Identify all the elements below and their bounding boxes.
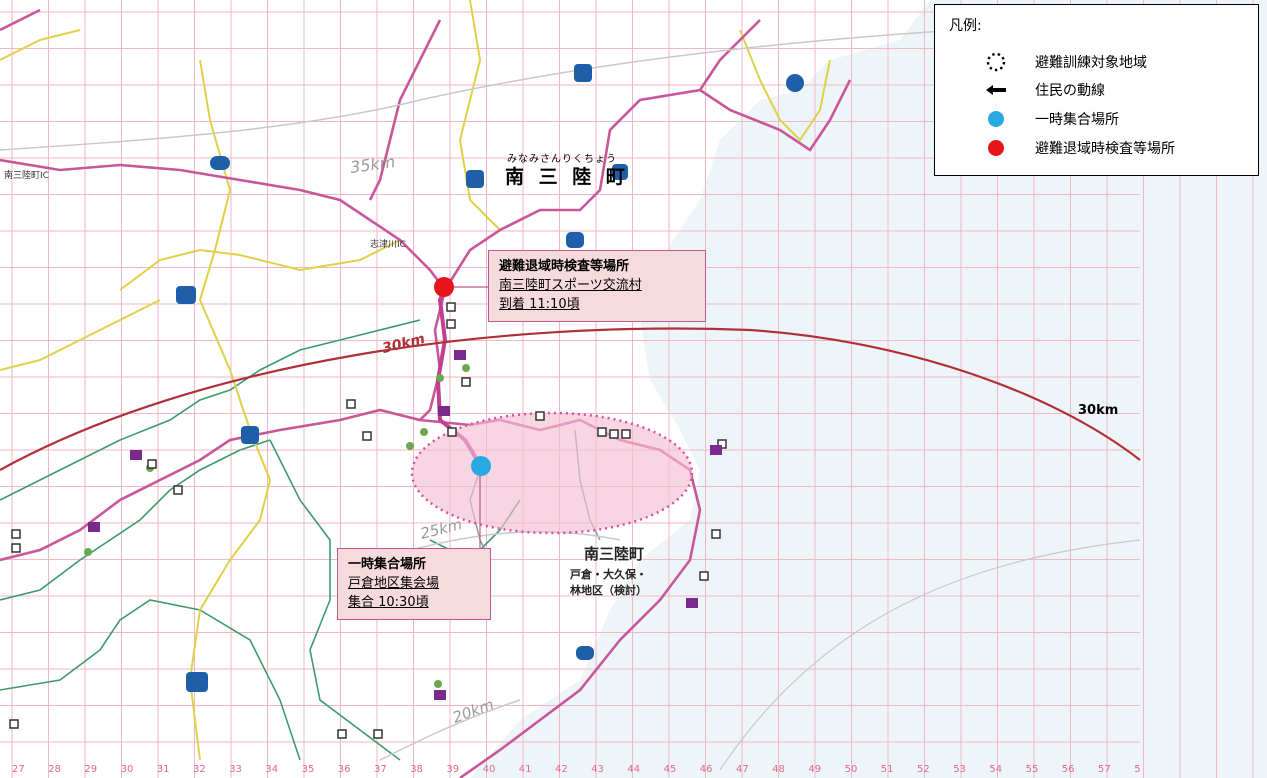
grid-number: 45 (664, 764, 677, 775)
grid-number: 51 (881, 764, 894, 775)
red-dot-icon (983, 137, 1009, 159)
grid-number: 52 (917, 764, 930, 775)
grid-number: 56 (1062, 764, 1075, 775)
grid-number: 46 (700, 764, 713, 775)
legend-title: 凡例: (949, 18, 982, 34)
legend-label: 一時集合場所 (1035, 112, 1119, 128)
legend-label: 避難訓練対象地域 (1035, 55, 1147, 71)
grid-number: 41 (519, 764, 532, 775)
grid-number: 43 (591, 764, 604, 775)
roadside-stations (88, 350, 722, 700)
grid-number: 49 (808, 764, 821, 775)
grid-number: 30 (121, 764, 134, 775)
legend-item-resident-route: 住民の動線 (983, 79, 1105, 101)
grid-number: 33 (229, 764, 242, 775)
grid-number: 47 (736, 764, 749, 775)
grid-number: 34 (265, 764, 278, 775)
inspection-site-marker[interactable] (434, 277, 454, 297)
callout-place: 戸倉地区集会場 (348, 576, 440, 591)
dotted-circle-icon (983, 51, 1009, 73)
drill-target-area (410, 411, 694, 535)
arrow-left-icon (983, 79, 1009, 101)
area-town-label: 南三陸町 (584, 545, 645, 563)
legend-item-drill-area: 避難訓練対象地域 (983, 51, 1147, 73)
assembly-point-callout: 一時集合場所 戸倉地区集会場 集合 10:30頃 (337, 548, 491, 620)
callout-time: 集合 10:30頃 (348, 595, 429, 610)
grid-number: 36 (338, 764, 351, 775)
callout-time: 到着 11:10頃 (499, 297, 580, 312)
area-sub-label-1: 戸倉・大久保・ (570, 568, 647, 581)
callout-title: 一時集合場所 (348, 557, 427, 572)
assembly-point-marker[interactable] (471, 456, 491, 476)
facility-squares (9, 302, 727, 739)
area-sub-label-2: 林地区（検討） (570, 584, 647, 597)
blue-dot-icon (983, 108, 1009, 130)
ring-label-30km-right: 30km (1078, 403, 1119, 418)
grid-number: 44 (627, 764, 640, 775)
grid-number: 31 (157, 764, 170, 775)
grid-number: 42 (555, 764, 568, 775)
grid-number: 5 (1134, 764, 1140, 775)
grid-number: 32 (193, 764, 206, 775)
grid-number: 37 (374, 764, 387, 775)
grid-number: 29 (84, 764, 97, 775)
legend-panel: 凡例: 避難訓練対象地域 住民の動線 一時集合場所 避難退域時検査等場所 (934, 4, 1259, 176)
facility-dots (84, 364, 470, 688)
ic-label-shizugawa: 志津川IC (370, 240, 406, 250)
route-shields (176, 64, 804, 692)
grid-number: 39 (446, 764, 459, 775)
ic-label-minamisanriku: 南三陸町IC (4, 171, 49, 181)
callout-place: 南三陸町スポーツ交流村 (499, 278, 642, 293)
grid-number-row: 27 28 29 30 31 32 33 34 35 36 37 38 39 40 41 42 43 44 45 46… (12, 764, 1141, 775)
legend-item-inspection-site: 避難退域時検査等場所 (983, 137, 1175, 159)
legend-label: 避難退域時検査等場所 (1035, 141, 1175, 157)
grid-number: 27 (12, 764, 25, 775)
grid-number: 35 (302, 764, 315, 775)
municipal-borders (0, 319, 521, 761)
callout-title: 避難退域時検査等場所 (499, 259, 630, 274)
grid-number: 50 (845, 764, 858, 775)
grid-number: 55 (1026, 764, 1039, 775)
inspection-site-callout: 避難退域時検査等場所 南三陸町スポーツ交流村 到着 11:10頃 (488, 250, 706, 322)
legend-label: 住民の動線 (1035, 83, 1105, 99)
grid-number: 38 (410, 764, 423, 775)
legend-item-assembly-point: 一時集合場所 (983, 108, 1119, 130)
town-ruby: みなみさんりくちょう (507, 154, 617, 165)
distance-rings (0, 29, 1141, 771)
grid-number: 40 (483, 764, 496, 775)
grid-number: 48 (772, 764, 785, 775)
grid-number: 28 (48, 764, 61, 775)
grid-number: 54 (989, 764, 1002, 775)
grid-number: 53 (953, 764, 966, 775)
grid-number: 57 (1098, 764, 1111, 775)
prefecture-borders (0, 0, 831, 761)
town-name-label: 南 三 陸 町 (505, 166, 629, 188)
